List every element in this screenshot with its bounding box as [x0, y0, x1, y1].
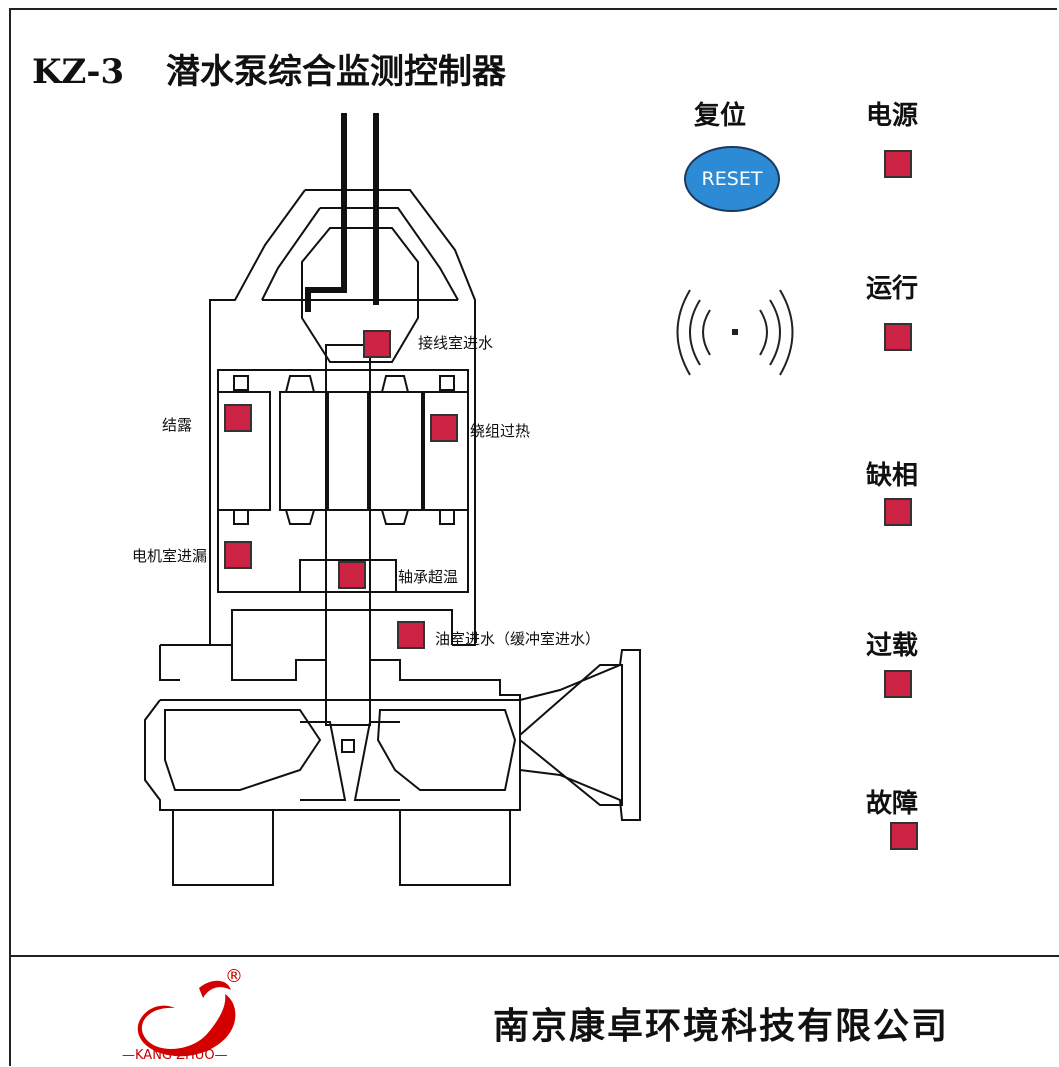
- model-code: KZ-3: [32, 52, 125, 92]
- status-label-phase-loss: 缺相: [866, 461, 919, 491]
- overload-indicator: [884, 670, 912, 698]
- condensation-label: 结露: [162, 416, 193, 434]
- reset-label: 复位: [694, 101, 747, 131]
- company-name: 南京康卓环境科技有限公司: [493, 1005, 950, 1047]
- fault-indicator: [890, 822, 918, 850]
- bearing-temp-indicator: [338, 561, 366, 589]
- bearing-temp-label: 轴承超温: [398, 568, 459, 586]
- power-indicator: [884, 150, 912, 178]
- junction-water-indicator: [363, 330, 391, 358]
- status-label-running: 运行: [866, 274, 919, 304]
- winding-overheat-indicator: [430, 414, 458, 442]
- page-title: KZ-3 潜水泵综合监测控制器: [32, 44, 506, 93]
- oil-water-indicator: [397, 621, 425, 649]
- motor-leak-label: 电机室进漏: [132, 547, 208, 565]
- condensation-indicator: [224, 404, 252, 432]
- running-indicator: [884, 323, 912, 351]
- footer-divider: [9, 955, 1059, 957]
- winding-overheat-label: 绕组过热: [470, 422, 531, 440]
- junction-water-label: 接线室进水: [418, 334, 494, 352]
- status-label-fault: 故障: [866, 789, 919, 819]
- status-label-overload: 过载: [866, 631, 919, 661]
- sound-wave-icon: [676, 289, 794, 376]
- device-name: 潜水泵综合监测控制器: [165, 52, 506, 92]
- panel-frame: [9, 8, 1057, 1066]
- phase-loss-indicator: [884, 498, 912, 526]
- kangzhuo-logo: [137, 980, 236, 1057]
- reset-button[interactable]: RESET: [684, 146, 780, 212]
- registered-mark: ®: [225, 966, 243, 987]
- oil-water-label: 油室进水（缓冲室进水）: [435, 630, 601, 648]
- status-label-power: 电源: [866, 101, 919, 131]
- logo-text: —KANG ZHUO—: [122, 1048, 228, 1063]
- motor-leak-indicator: [224, 541, 252, 569]
